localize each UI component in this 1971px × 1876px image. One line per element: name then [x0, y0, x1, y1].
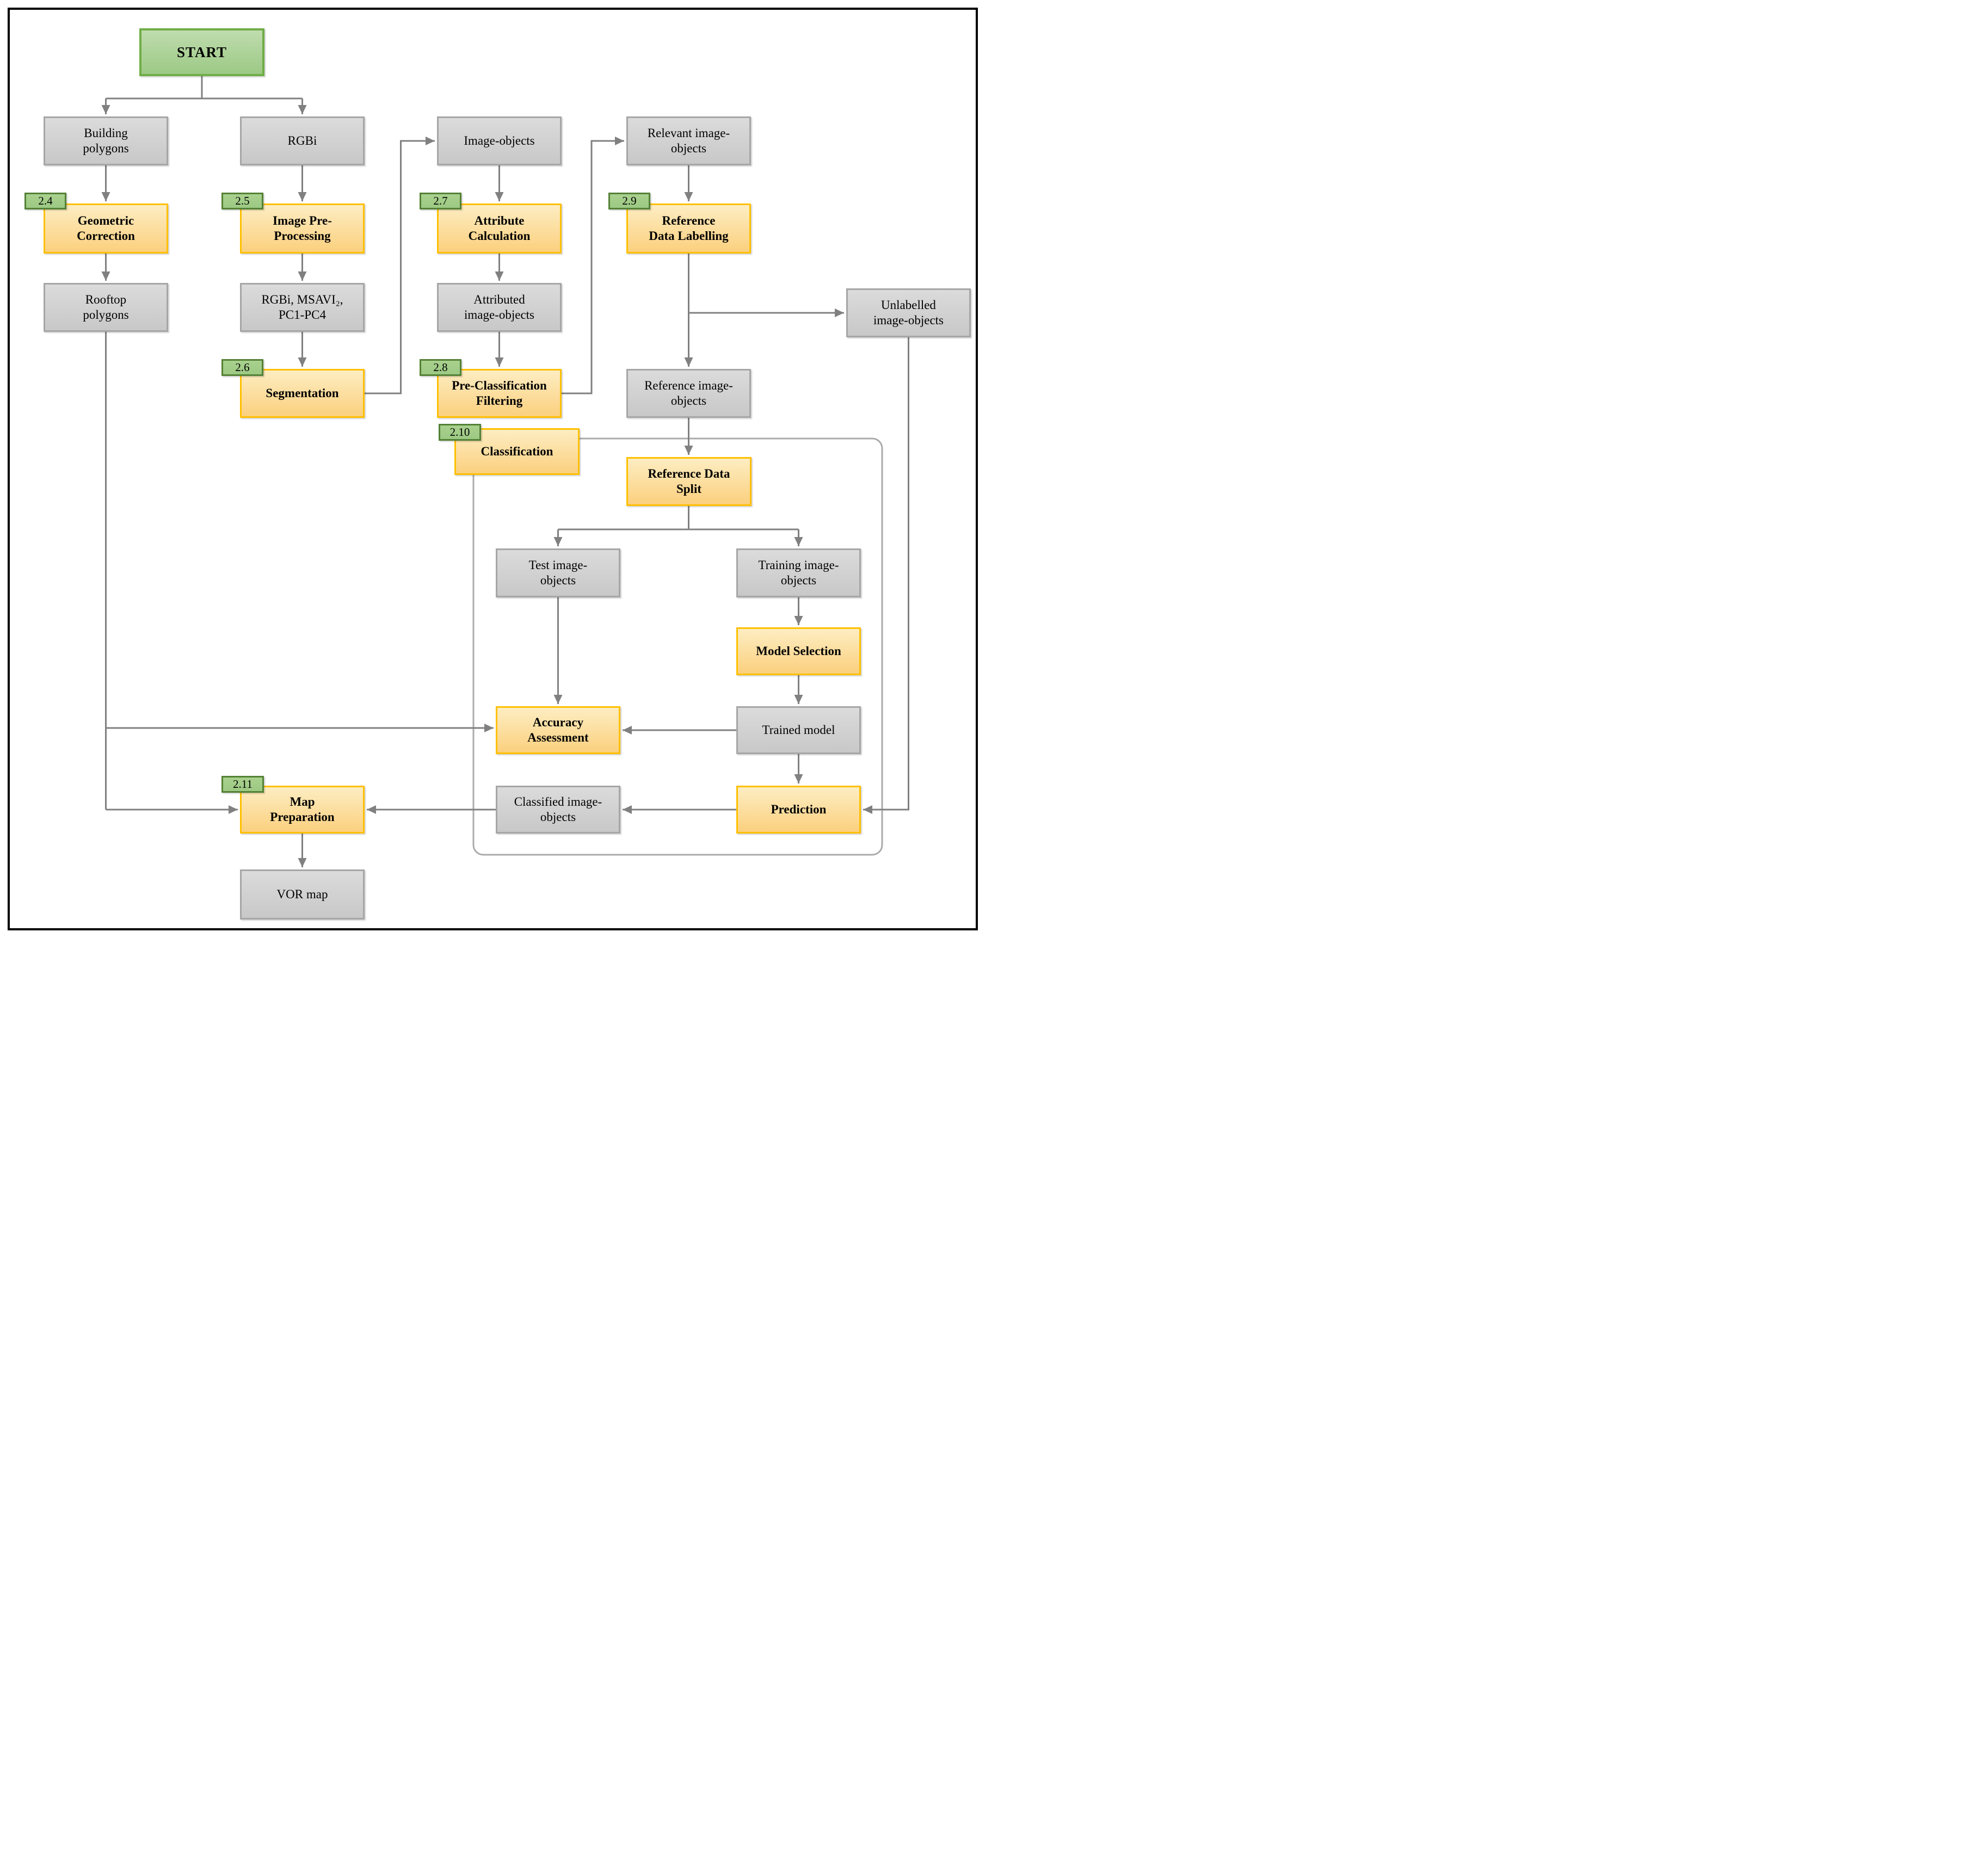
- node-geometric-correction: Geometric Correction: [44, 203, 168, 254]
- node-reference-image-objects: Reference image- objects: [626, 369, 751, 418]
- node-trained-model: Trained model: [736, 706, 861, 754]
- tag-2-9: 2.9: [608, 193, 650, 209]
- connector-layer: [101, 76, 909, 867]
- node-training-image-objects: Training image- objects: [736, 548, 861, 597]
- node-relevant-image-objects: Relevant image- objects: [626, 116, 751, 165]
- node-vor-map: VOR map: [240, 869, 365, 920]
- node-image-objects: Image-objects: [437, 116, 562, 165]
- node-prediction: Prediction: [736, 786, 861, 834]
- node-accuracy-assessment: Accuracy Assessment: [496, 706, 620, 754]
- flowchart-canvas: START Building polygons RGBi Image-objec…: [0, 0, 986, 938]
- node-test-image-objects: Test image- objects: [496, 548, 620, 597]
- node-building-polygons: Building polygons: [44, 116, 168, 165]
- node-classified-image-objects: Classified image- objects: [496, 786, 620, 834]
- outer-frame: [8, 8, 978, 930]
- tag-2-8: 2.8: [420, 359, 461, 376]
- node-start: START: [139, 28, 264, 76]
- node-pre-classification-filtering: Pre-Classification Filtering: [437, 369, 562, 418]
- node-attribute-calculation: Attribute Calculation: [437, 203, 562, 254]
- node-rgbi-msavi-pc: RGBi, MSAVI₂, PC1-PC4: [240, 283, 365, 332]
- node-attributed-image-objects: Attributed image-objects: [437, 283, 562, 332]
- node-image-pre-processing: Image Pre- Processing: [240, 203, 365, 254]
- tag-2-6: 2.6: [221, 359, 263, 376]
- tag-2-7: 2.7: [420, 193, 461, 209]
- node-unlabelled-image-objects: Unlabelled image-objects: [846, 288, 971, 337]
- classification-group-container: [472, 437, 883, 856]
- node-model-selection: Model Selection: [736, 627, 861, 675]
- node-map-preparation: Map Preparation: [240, 786, 365, 834]
- tag-2-4: 2.4: [24, 193, 66, 209]
- node-rgbi: RGBi: [240, 116, 365, 165]
- tag-2-5: 2.5: [221, 193, 263, 209]
- node-reference-data-labelling: Reference Data Labelling: [626, 203, 751, 254]
- tag-2-10: 2.10: [439, 424, 481, 441]
- tag-2-11: 2.11: [221, 776, 264, 793]
- node-rooftop-polygons: Rooftop polygons: [44, 283, 168, 332]
- node-reference-data-split: Reference Data Split: [626, 457, 752, 506]
- node-segmentation: Segmentation: [240, 369, 365, 418]
